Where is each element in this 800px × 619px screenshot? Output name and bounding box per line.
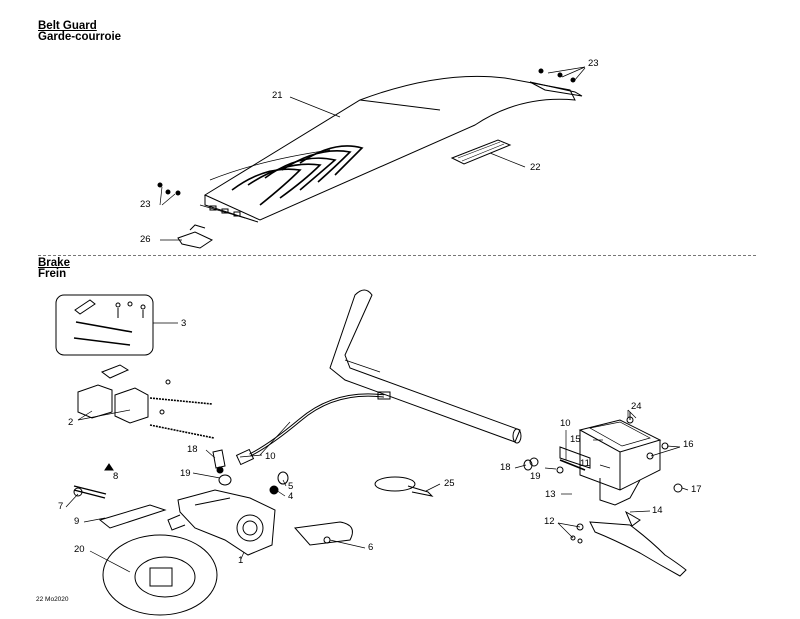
callout-4: 4 xyxy=(288,491,294,502)
leader-lines-brake xyxy=(65,322,689,573)
handlebar xyxy=(329,289,522,444)
bracket-part-26 xyxy=(177,224,214,249)
callout-18-right: 18 xyxy=(500,462,511,473)
title-brake-fr: Frein xyxy=(38,268,67,280)
title-belt-guard-en: Belt Guard xyxy=(38,20,97,32)
nuts-part-23-top xyxy=(538,68,576,83)
callout-8: 8 xyxy=(113,471,119,482)
callout-21: 21 xyxy=(272,90,283,101)
section-title-brake: Brake Frein xyxy=(38,257,70,280)
small-hardware xyxy=(73,449,353,546)
callout-12: 12 xyxy=(544,516,555,527)
title-brake-en: Brake xyxy=(38,257,70,269)
title-belt-guard-fr: Garde-courroie xyxy=(38,31,122,43)
pad-kit-part-3 xyxy=(55,294,154,356)
brake-disc-part-20 xyxy=(102,534,218,616)
section-title-belt-guard: Belt Guard Garde-courroie xyxy=(38,20,122,43)
belt-guard-part-21 xyxy=(199,75,583,223)
caliper-part-1 xyxy=(167,489,276,556)
callout-2: 2 xyxy=(68,417,74,428)
callout-13: 13 xyxy=(545,489,556,500)
callout-11: 11 xyxy=(580,458,590,469)
brake-lever xyxy=(570,510,687,577)
callout-19-right: 19 xyxy=(530,471,541,482)
decal-part-22 xyxy=(450,139,512,165)
section-divider xyxy=(38,255,756,256)
callout-20: 20 xyxy=(74,544,85,555)
callout-7: 7 xyxy=(58,501,64,512)
callout-18-left: 18 xyxy=(187,444,198,455)
callout-5: 5 xyxy=(288,481,294,492)
master-cylinder xyxy=(523,412,683,506)
callout-16: 16 xyxy=(683,439,694,450)
callout-17: 17 xyxy=(691,484,702,495)
callout-6: 6 xyxy=(368,542,374,553)
brake-pads-part-2 xyxy=(77,364,215,439)
callout-25: 25 xyxy=(444,478,455,489)
callout-14: 14 xyxy=(652,505,663,516)
callout-26: 26 xyxy=(140,234,151,245)
brake-hose-part-10 xyxy=(235,391,391,466)
callout-9: 9 xyxy=(74,516,80,527)
callout-23-top: 23 xyxy=(588,58,599,69)
callout-3: 3 xyxy=(181,318,187,329)
callout-23-left: 23 xyxy=(140,199,151,210)
nuts-part-23-left xyxy=(157,182,181,196)
document-id: 22 Mo2020 xyxy=(36,596,69,603)
callout-1: 1 xyxy=(238,555,244,566)
callout-15: 15 xyxy=(570,434,581,445)
leader-lines-belt-guard xyxy=(159,66,586,241)
callout-19-left: 19 xyxy=(180,468,191,479)
clamp-part-25 xyxy=(374,476,434,497)
callout-10-master: 10 xyxy=(560,418,571,429)
callout-10-hose: 10 xyxy=(265,451,276,462)
callout-24: 24 xyxy=(631,401,642,412)
callout-22: 22 xyxy=(530,162,541,173)
